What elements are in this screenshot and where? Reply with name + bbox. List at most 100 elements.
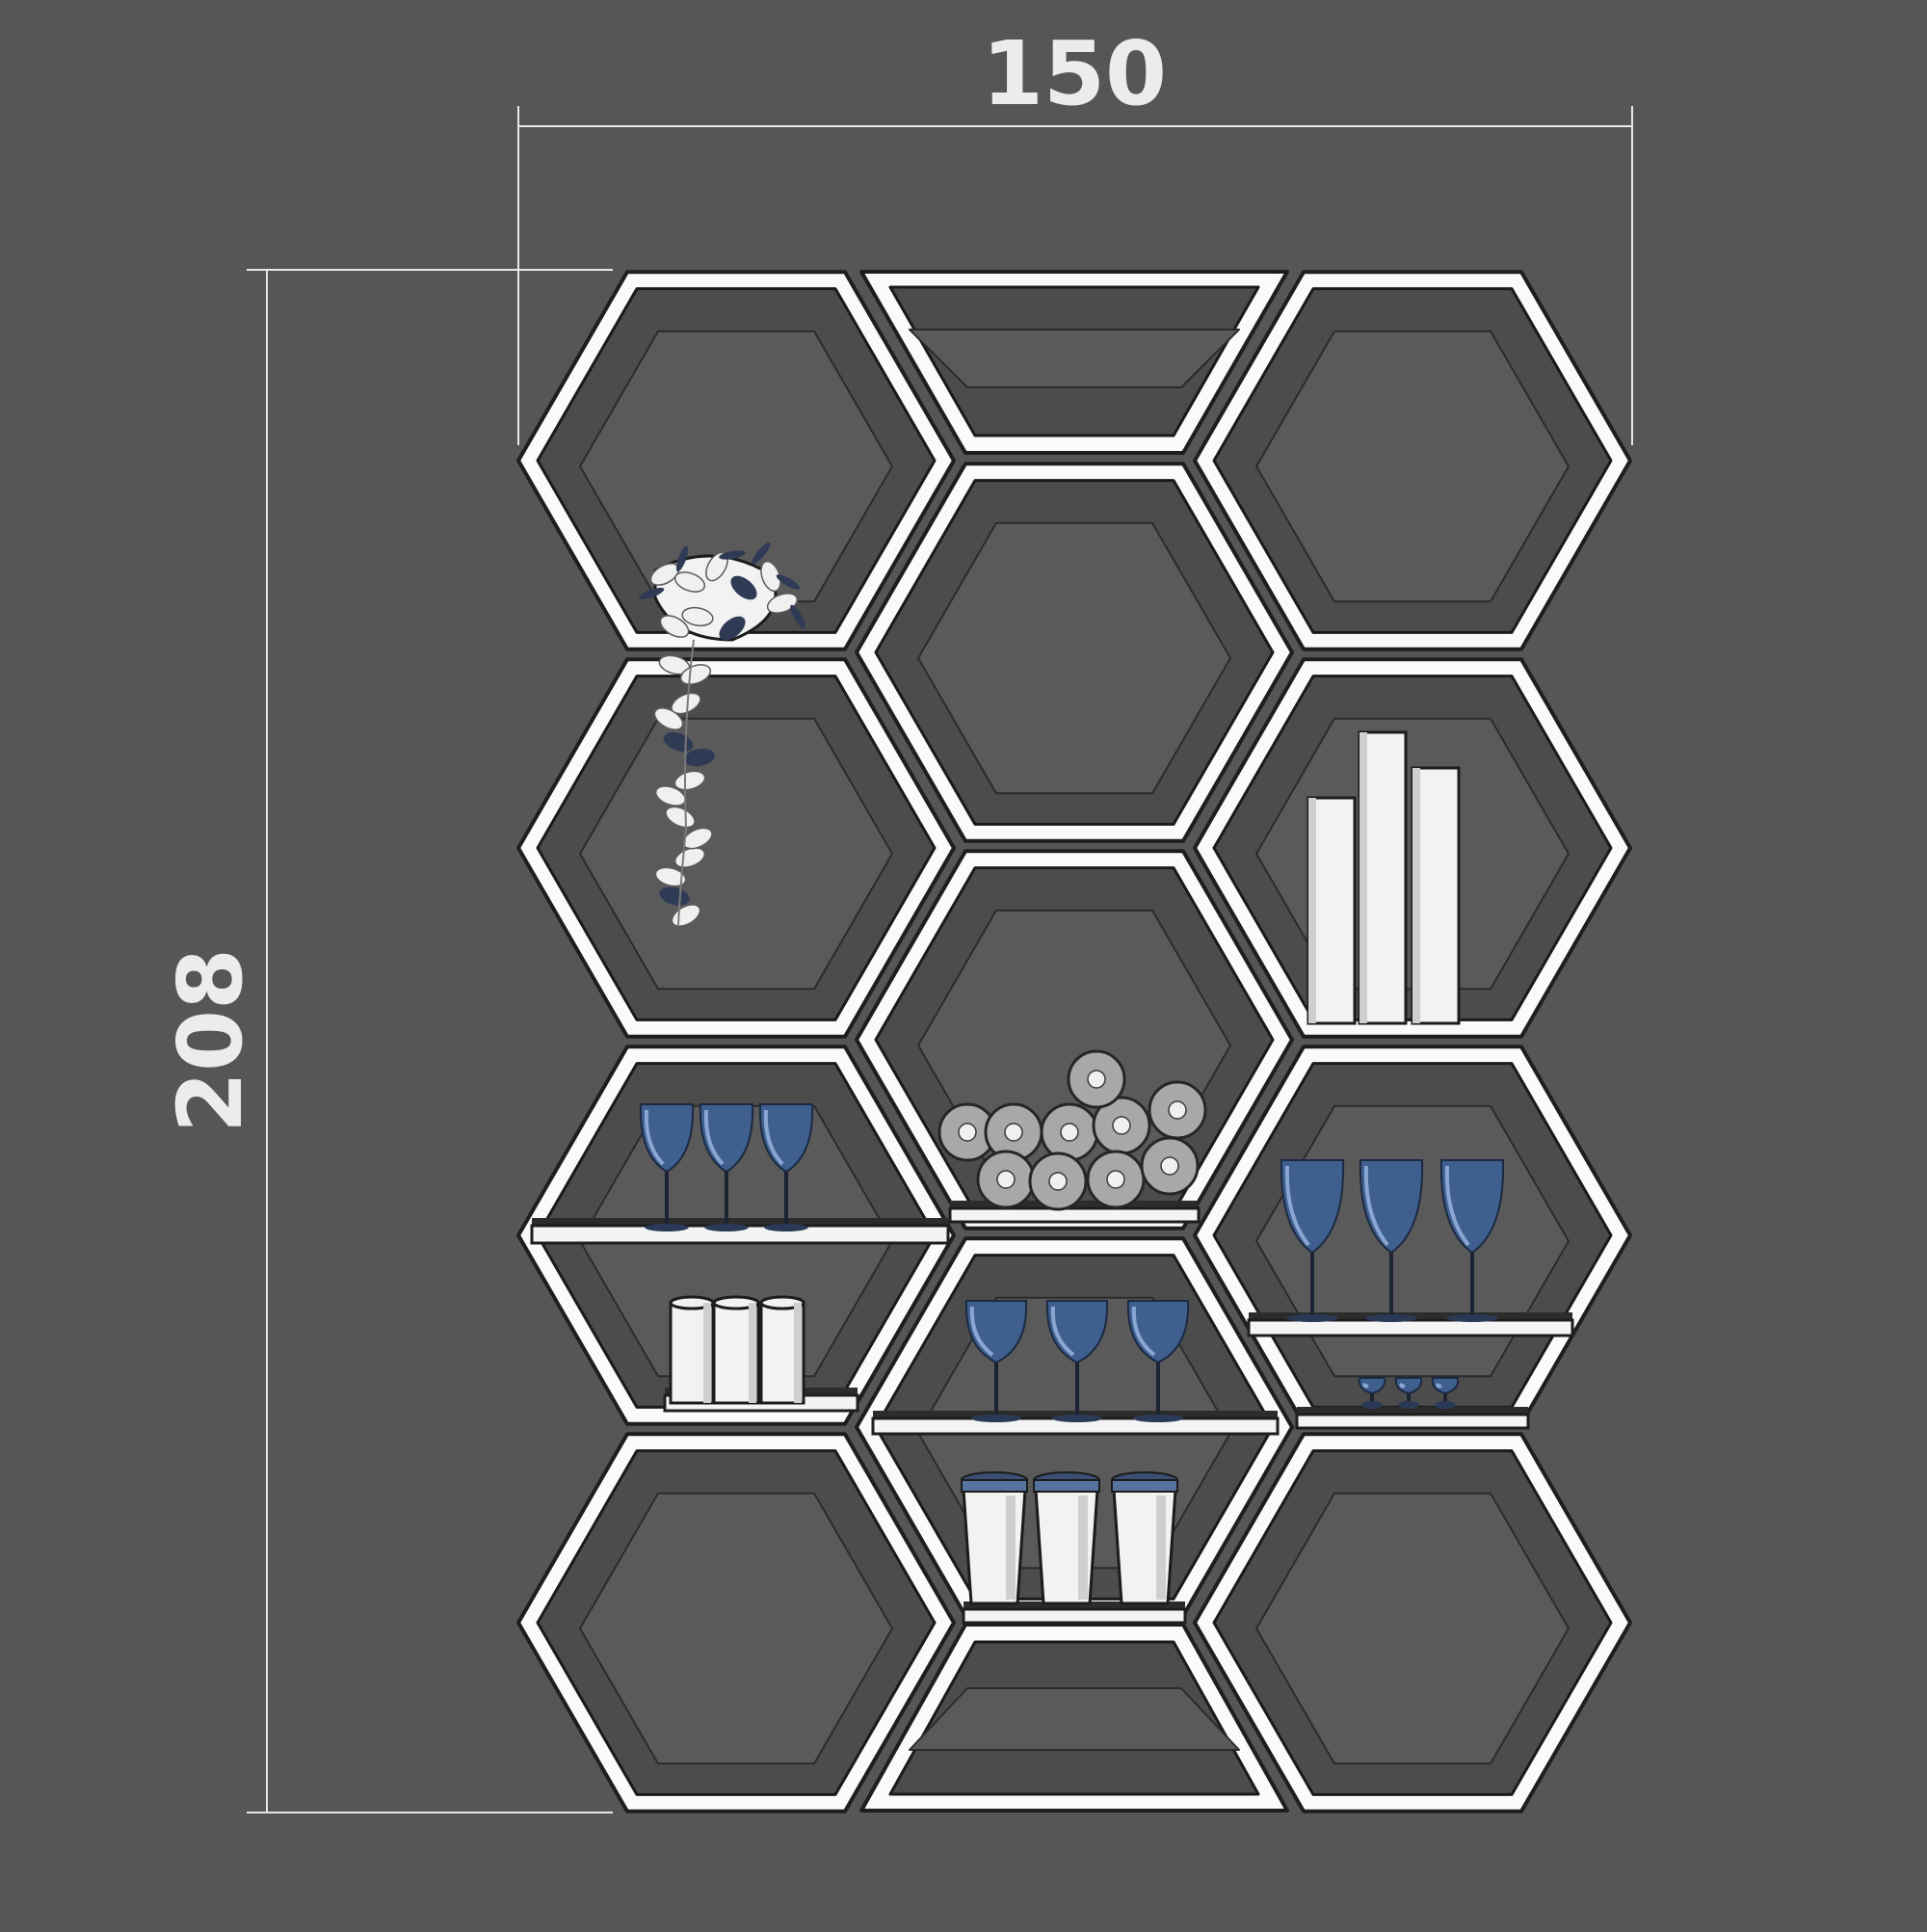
glass-base xyxy=(1132,1415,1184,1422)
plant-dark-leaf xyxy=(719,550,746,560)
shelf-contents xyxy=(638,542,1505,1605)
plant-leaf xyxy=(654,866,687,887)
plant-leaf xyxy=(684,748,715,767)
wine-glass xyxy=(1359,1159,1424,1322)
glass-base xyxy=(970,1415,1022,1422)
glass-base xyxy=(1361,1401,1383,1409)
plant-dark-leaf xyxy=(638,587,665,600)
bottle-neck xyxy=(1112,1116,1131,1135)
glass-highlight xyxy=(969,1306,994,1357)
wine-glass xyxy=(699,1103,754,1231)
plant-dark-leaf xyxy=(776,574,801,590)
partial-bottom-back xyxy=(909,1687,1240,1751)
plant-leaf xyxy=(653,707,684,730)
hexagon-cell xyxy=(855,462,1294,843)
plant-dark-leaf xyxy=(790,604,805,629)
shelf-surface xyxy=(962,1607,1187,1625)
cup xyxy=(1033,1471,1100,1605)
height-label: 208 xyxy=(159,948,262,1133)
hexagon-back-panel xyxy=(917,521,1231,795)
cup-body xyxy=(962,1488,1027,1605)
glass-base xyxy=(1365,1314,1417,1322)
wine-bottle xyxy=(1140,1136,1200,1196)
bottle-neck xyxy=(1060,1123,1079,1142)
glass-base xyxy=(764,1224,808,1231)
glass-highlight xyxy=(1436,1383,1442,1389)
shelf-surface xyxy=(1247,1318,1574,1337)
cup-lid xyxy=(1111,1479,1178,1493)
plant-dark-leaf xyxy=(752,542,771,565)
books xyxy=(1307,730,1461,1025)
glass-bowl xyxy=(964,1300,1028,1364)
book-spine-shade xyxy=(1308,798,1316,1023)
glass-highlight xyxy=(763,1109,784,1166)
glass-highlight xyxy=(1362,1383,1369,1389)
glass-bowl xyxy=(1431,1377,1460,1395)
trailing-plant xyxy=(638,542,805,927)
glass-highlight xyxy=(1284,1165,1310,1247)
bottle-neck xyxy=(996,1170,1016,1189)
candle-cylinder xyxy=(759,1295,805,1405)
plant-leaf xyxy=(730,575,757,600)
wine-bottle xyxy=(976,1150,1036,1209)
plant-leaf xyxy=(659,887,690,906)
bottle-neck xyxy=(1087,1070,1106,1089)
cup xyxy=(1111,1471,1178,1605)
wine-glass xyxy=(1045,1300,1109,1422)
hexagon-back-panel xyxy=(1255,1492,1570,1765)
candle-cylinder xyxy=(712,1295,760,1405)
wine-bottle xyxy=(937,1102,997,1162)
wine-bottle xyxy=(1092,1096,1151,1155)
cup-body xyxy=(1034,1488,1099,1605)
wine-bottle xyxy=(1067,1049,1126,1109)
bottle-neck xyxy=(1160,1156,1179,1176)
shelf-shadow xyxy=(532,1218,948,1226)
glass-bowl xyxy=(1358,1377,1386,1395)
cup-shade xyxy=(1156,1495,1166,1600)
width-label: 150 xyxy=(982,22,1167,125)
plant-leaf xyxy=(681,606,714,627)
partial-top-back xyxy=(909,329,1240,388)
bottle-neck xyxy=(1168,1100,1187,1120)
dimension-annotations: 150 208 xyxy=(159,22,1633,1813)
book xyxy=(1307,796,1357,1025)
hexagon-cell xyxy=(1193,1045,1632,1426)
wine-bottle xyxy=(1028,1151,1088,1211)
shelf-surface xyxy=(1295,1413,1530,1430)
hexagon-back-panel xyxy=(1255,330,1570,603)
glass-highlight xyxy=(1363,1165,1389,1247)
plant-leaf xyxy=(766,593,799,614)
glass-highlight xyxy=(1050,1306,1075,1357)
bottle-neck xyxy=(1004,1123,1023,1142)
plant-leaf xyxy=(673,571,706,593)
plant-leaf xyxy=(659,615,690,638)
plant-vine xyxy=(677,639,695,926)
wine-bottles xyxy=(937,1049,1207,1211)
hexagon-cell xyxy=(516,270,956,651)
glass-highlight xyxy=(703,1109,725,1166)
book xyxy=(1358,730,1408,1025)
glass-bowl xyxy=(1126,1300,1190,1364)
glass-base xyxy=(1435,1401,1456,1409)
glass-base xyxy=(1286,1314,1338,1322)
hexagon-partial-top xyxy=(859,270,1289,455)
shelf-board xyxy=(962,1601,1187,1625)
wine-glass xyxy=(1126,1300,1190,1422)
wine-glass xyxy=(1431,1377,1460,1409)
plant-leaf xyxy=(671,692,701,715)
wine-bottle xyxy=(1086,1150,1146,1209)
plant-leaf xyxy=(760,560,781,593)
glass-highlight xyxy=(1444,1165,1470,1247)
wine-glass xyxy=(1439,1159,1505,1322)
cup-shade xyxy=(1006,1495,1016,1600)
cups xyxy=(961,1471,1178,1605)
cup-shade xyxy=(1078,1495,1088,1600)
shelf-shadow xyxy=(1297,1407,1528,1415)
hexagon-back-panel xyxy=(579,1492,893,1765)
hexagon-cell xyxy=(516,1432,956,1813)
plant-leaf xyxy=(673,770,706,791)
cylinder-top xyxy=(759,1295,805,1310)
cup-lid xyxy=(1033,1479,1100,1493)
book-spine-shade xyxy=(1412,768,1420,1023)
